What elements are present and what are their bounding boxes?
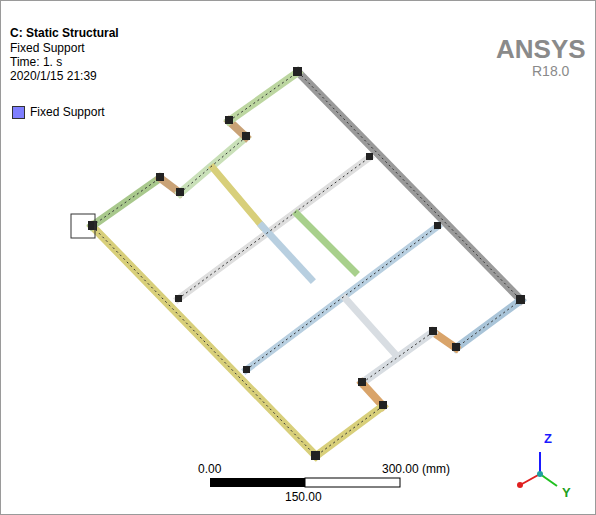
support-markers (88, 67, 525, 460)
date-label: 2020/1/15 21:39 (10, 69, 97, 83)
beam-frame (92, 72, 521, 456)
time-label: Time: 1. s (10, 55, 62, 69)
axis-triad (517, 452, 557, 488)
axis-label: Z (544, 432, 552, 446)
scale-bar (210, 478, 400, 487)
axis-label: Y (562, 486, 571, 500)
brand-logo: ANSYS (496, 34, 586, 64)
version-label: R18.0 (532, 64, 569, 78)
scale-end: 300.00 (mm) (382, 462, 450, 476)
legend-text: Fixed Support (30, 105, 105, 119)
selection-box (71, 214, 95, 238)
legend-swatch (12, 106, 25, 119)
object-name: Fixed Support (10, 41, 85, 55)
beam-edges (92, 72, 521, 456)
scale-start: 0.00 (198, 462, 221, 476)
analysis-title: C: Static Structural (10, 26, 119, 40)
scale-mid: 150.00 (285, 490, 322, 504)
